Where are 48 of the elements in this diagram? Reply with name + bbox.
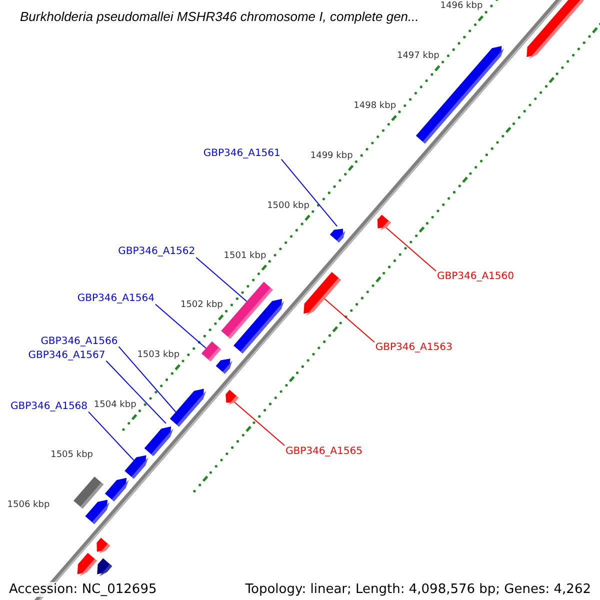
- gene-feature: [124, 455, 148, 479]
- leader-line: [118, 346, 176, 412]
- scale-label: 1506 kbp: [7, 498, 50, 512]
- gene-label: GBP346_A1563: [375, 341, 452, 354]
- gene-label: GBP346_A1565: [285, 444, 362, 458]
- scale-label: 1505 kbp: [50, 448, 93, 462]
- gene-feature: [216, 358, 232, 374]
- leader-line: [154, 304, 206, 349]
- gene-feature: [96, 538, 110, 554]
- genome-summary-text: Topology: linear; Length: 4,098,576 bp; Genes: 4,262: [244, 582, 592, 597]
- gene-feature: [234, 298, 284, 354]
- gene-feature: [377, 214, 391, 230]
- gene-feature: [104, 478, 129, 502]
- leader-line: [386, 227, 436, 272]
- leader-line: [324, 298, 375, 343]
- scale-label: 1503 kbp: [137, 349, 180, 362]
- gene-label: GBP346_A1564: [77, 292, 154, 306]
- leader-line: [196, 257, 248, 302]
- gene-feature: [526, 0, 584, 59]
- leader-line: [234, 402, 285, 446]
- gene-label: GBP346_A1560: [436, 270, 514, 284]
- title: Burkholderia pseudomallei MSHR346 chromosome I, complete gen...: [20, 10, 419, 23]
- gene-feature: [330, 228, 346, 242]
- gene-label: GBP346_A1566: [40, 334, 118, 348]
- gene-bar: [201, 341, 221, 362]
- leader-line: [88, 411, 134, 461]
- gene-feature: [85, 500, 110, 524]
- gene-feature: [170, 388, 206, 427]
- scale-label: 1501 kbp: [224, 250, 266, 263]
- leader-line: [106, 360, 166, 424]
- scale-label: 1498 kbp: [354, 100, 396, 114]
- gene-label: GBP346_A1561: [203, 147, 280, 160]
- gene-feature: [226, 390, 239, 405]
- scale-label: 1500 kbp: [267, 200, 310, 213]
- gene-label: GBP346_A1562: [118, 245, 196, 258]
- accession-text: Accession: NC_012695: [8, 582, 158, 597]
- gene-feature: [304, 272, 341, 316]
- gene-feature: [144, 426, 174, 456]
- gene-feature: [97, 558, 112, 576]
- leader-line: [280, 158, 338, 227]
- scale-label: 1499 kbp: [310, 150, 353, 163]
- scale-label: 1502 kbp: [180, 299, 223, 312]
- scale-label: 1497 kbp: [396, 50, 440, 64]
- scale-label: 1496 kbp: [440, 0, 483, 14]
- gene-label: GBP346_A1567: [28, 348, 106, 362]
- gene-label: GBP346_A1568: [10, 400, 88, 413]
- gene-feature: [77, 552, 97, 576]
- scale-label: 1504 kbp: [94, 399, 136, 412]
